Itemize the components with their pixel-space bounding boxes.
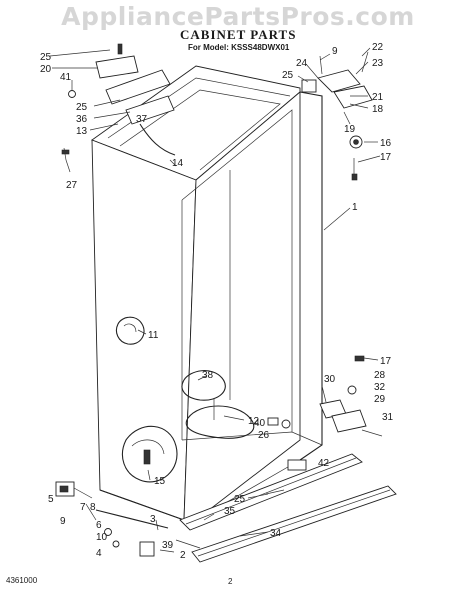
callout-12: 12 — [248, 416, 260, 427]
callout-28: 28 — [374, 370, 386, 381]
diagram-title: CABINET PARTS — [180, 27, 297, 42]
callout-11: 11 — [148, 330, 159, 341]
callout-16: 16 — [380, 138, 392, 149]
callout-30: 30 — [324, 374, 336, 385]
callout-25: 25 — [40, 52, 52, 63]
callout-26: 26 — [258, 430, 270, 441]
callout-29: 29 — [374, 394, 386, 405]
callout-10: 10 — [96, 532, 108, 543]
callout-6: 6 — [96, 520, 102, 531]
callout-17: 17 — [380, 152, 392, 163]
coil-upper — [115, 316, 145, 345]
leader-lines — [49, 47, 381, 553]
callout-22: 22 — [372, 42, 384, 53]
callout-39: 39 — [162, 540, 174, 551]
document-code: 4361000 — [6, 576, 38, 585]
callout-42: 42 — [318, 458, 330, 469]
callout-18: 18 — [372, 104, 384, 115]
page-number: 2 — [228, 577, 233, 586]
callout-14: 14 — [172, 158, 184, 169]
callout-2: 2 — [180, 550, 186, 561]
callout-19: 19 — [344, 124, 356, 135]
top-left-bracket — [61, 43, 176, 161]
coil-middle — [181, 370, 255, 439]
kick-plate — [179, 453, 397, 563]
lower-left-hardware — [55, 481, 201, 557]
callout-35: 35 — [224, 506, 236, 517]
callout-41: 41 — [60, 72, 72, 83]
callout-25-c: 25 — [282, 70, 294, 81]
callout-38: 38 — [202, 370, 214, 381]
callout-31: 31 — [382, 412, 394, 423]
callout-13: 13 — [76, 126, 88, 137]
callout-23: 23 — [372, 58, 384, 69]
lower-right-bracket — [267, 355, 383, 437]
callout-40: 40 — [254, 418, 266, 429]
coil-lower — [122, 425, 178, 483]
callout-36: 36 — [76, 114, 88, 125]
callout-4: 4 — [96, 548, 102, 559]
callout-labels: 25 20 41 25 36 13 37 14 27 9 24 25 22 23… — [40, 42, 394, 561]
callout-3: 3 — [150, 514, 156, 525]
callout-15: 15 — [154, 476, 166, 487]
callout-32: 32 — [374, 382, 386, 393]
callout-20: 20 — [40, 64, 52, 75]
callout-17-b: 17 — [380, 356, 392, 367]
callout-25-d: 25 — [234, 494, 246, 505]
cabinet-body — [91, 65, 323, 521]
callout-34: 34 — [270, 528, 282, 539]
callout-24: 24 — [296, 58, 308, 69]
top-hinge-assembly — [301, 51, 373, 181]
watermark: AppliancePartsPros.com — [61, 2, 415, 31]
callout-27: 27 — [66, 180, 78, 191]
callout-9-b: 9 — [60, 516, 66, 527]
callout-37: 37 — [136, 114, 148, 125]
callout-8: 8 — [90, 502, 96, 513]
callout-1: 1 — [352, 202, 358, 213]
callout-21: 21 — [372, 92, 384, 103]
callout-7: 7 — [80, 502, 86, 513]
callout-25-b: 25 — [76, 102, 88, 113]
callout-9: 9 — [332, 46, 338, 57]
callout-5: 5 — [48, 494, 54, 505]
model-line: For Model: KSSS48DWX01 — [188, 43, 290, 52]
